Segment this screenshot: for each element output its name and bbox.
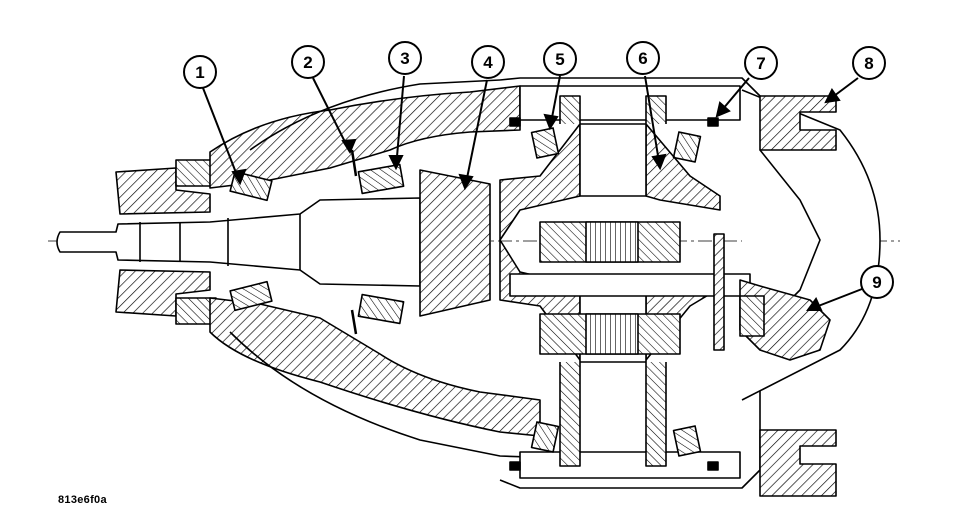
- callout-8: [824, 46, 886, 104]
- clutch-plates: [713, 233, 725, 351]
- callout-number-1: 1: [195, 63, 204, 82]
- callout-2: [291, 45, 357, 155]
- callout-number-5: 5: [555, 50, 564, 69]
- callout-1: [183, 55, 247, 186]
- callout-number-3: 3: [400, 49, 409, 68]
- callout-4: [458, 45, 505, 191]
- figure-code: 813e6f0a: [58, 494, 107, 506]
- axle-side-gear: [739, 279, 831, 361]
- pinion-gear-head: [419, 169, 491, 317]
- callout-6: [626, 41, 667, 171]
- callout-number-4: 4: [483, 53, 493, 72]
- callout-9: [806, 265, 894, 311]
- callout-3: [388, 41, 422, 171]
- callouts: [183, 41, 894, 311]
- pinion-shaft: [56, 197, 421, 287]
- output-yoke: [759, 95, 837, 497]
- callout-number-6: 6: [638, 49, 647, 68]
- callout-number-7: 7: [756, 54, 765, 73]
- callout-number-2: 2: [303, 53, 312, 72]
- side-gears: [509, 221, 751, 355]
- callout-number-8: 8: [864, 54, 873, 73]
- callout-7: [715, 46, 778, 118]
- callout-number-9: 9: [872, 273, 881, 292]
- carrier-bearings: [509, 117, 719, 471]
- callout-5: [543, 42, 577, 131]
- callout-numbers: 1 2 3 4 5 6 7 8 9: [195, 49, 881, 292]
